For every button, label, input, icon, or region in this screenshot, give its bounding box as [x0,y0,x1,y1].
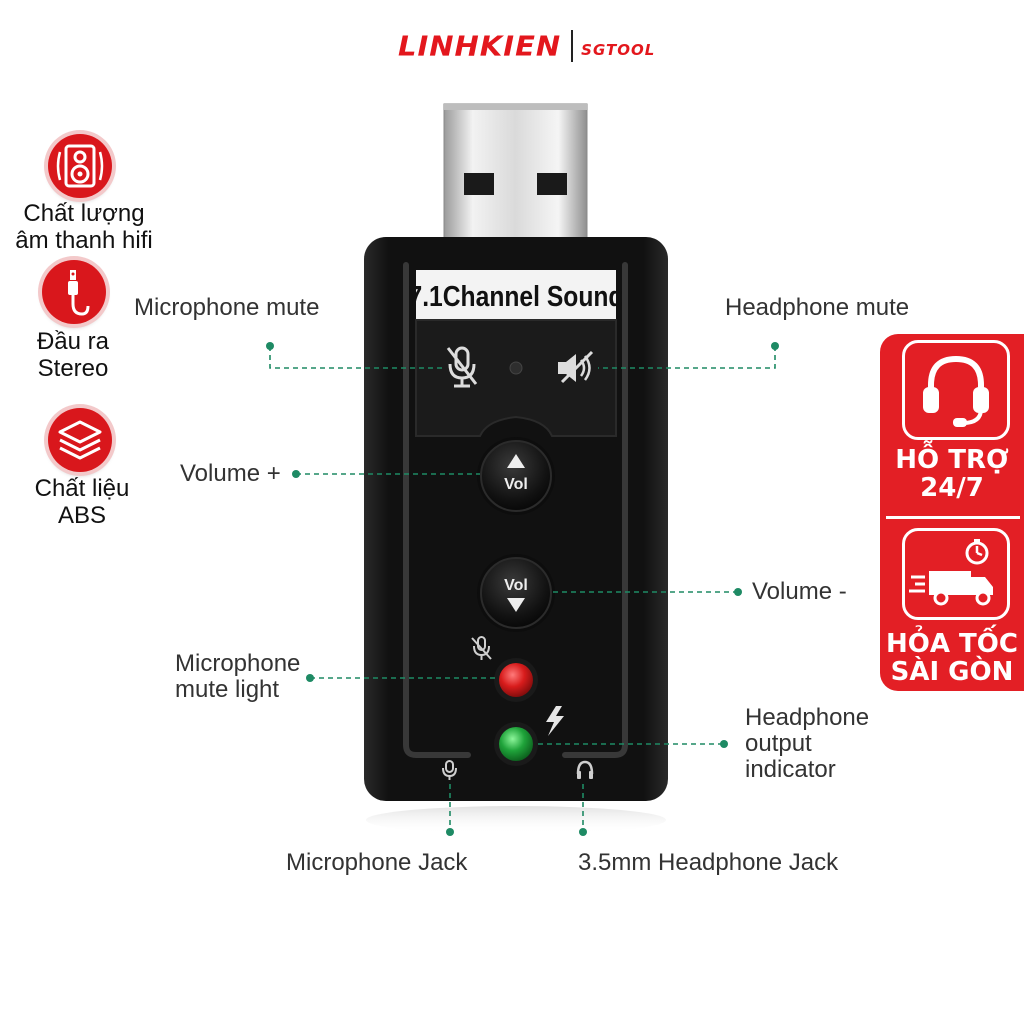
service-panel: HỖ TRỢ 24/7 HỎA TỐC SÀI GÒN [880,334,1024,691]
express-icon-box [902,528,1010,620]
feature-hifi-label: Chất lượng âm thanh hifi [0,200,179,254]
callout-headphone-output-line2: output [745,730,812,757]
headset-icon [923,355,989,427]
mic-mute-device-icon [446,346,478,388]
speaker-icon [56,144,104,188]
callout-volume-minus: Volume - [752,578,847,605]
brand-logo: LINHKIEN SGTOOL [398,28,655,64]
speaker-badge [48,134,112,198]
mic-mute-led [499,663,533,697]
audio-jack-badge [42,260,106,324]
callout-mic-mute-light-line2: mute light [175,676,280,703]
vol-down-label: Vol [504,577,528,594]
arrow-up-icon [507,454,525,468]
vol-up-label: Vol [504,476,528,493]
callout-headphone-output: Headphone output indicator [745,705,869,783]
usb-plug [443,103,588,257]
support-line1: HỖ TRỢ [895,445,1009,475]
feature-stereo-line2: Stereo [37,355,109,382]
feature-hifi-line1: Chất lượng [23,200,145,227]
speaker-mute-device-icon [558,350,594,384]
status-led [509,361,523,375]
brand-separator [571,30,574,62]
support-icon-box [902,340,1010,440]
callout-mic-mute-light-line1: Microphone [175,650,301,677]
feature-abs-line2: ABS [57,502,107,529]
express-line2: SÀI GÒN [890,657,1014,687]
lightning-icon [546,706,564,736]
feature-hifi-line2: âm thanh hifi [15,227,153,254]
callout-headphone-output-line1: Headphone [745,704,870,731]
mic-mute-small-icon [471,636,492,660]
panel-divider [886,516,1020,519]
express-line1: HỎA TỐC [886,629,1018,659]
mic-jack-icon [442,760,457,780]
volume-up-button[interactable]: Vol [477,437,555,515]
volume-down-button[interactable]: Vol [477,554,555,632]
layers-badge [48,408,112,472]
callout-volume-plus: Volume + [180,460,281,487]
feature-stereo-label: Đầu ra Stereo [0,328,168,382]
callout-dots [266,342,779,836]
feature-abs-label: Chất liệu ABS [0,475,177,529]
audio-jack-icon [68,270,90,316]
headphone-output-led [499,727,533,761]
channel-sound-title: 7.1Channel Sound [409,280,624,312]
feature-stereo-line1: Đầu ra [36,328,110,355]
callout-mic-mute-light: Microphone mute light [175,651,300,703]
callout-lines [269,346,776,830]
headphone-jack-icon [576,760,594,779]
callout-headphone-mute: Headphone mute [725,294,910,321]
callout-headphone-output-line3: indicator [745,756,836,783]
callout-headphone-jack: 3.5mm Headphone Jack [578,849,839,876]
brand-name: LINHKIEN [398,29,562,63]
brand-sub: SGTOOL [581,41,656,59]
callout-mic-jack: Microphone Jack [286,849,468,876]
feature-abs-line1: Chất liệu [34,475,130,502]
arrow-down-icon [507,598,525,612]
support-line2: 24/7 [920,473,984,503]
label-plate [416,270,616,320]
layers-icon [58,420,102,460]
callout-mic-mute: Microphone mute [134,294,320,321]
delivery-truck-icon [909,539,993,606]
